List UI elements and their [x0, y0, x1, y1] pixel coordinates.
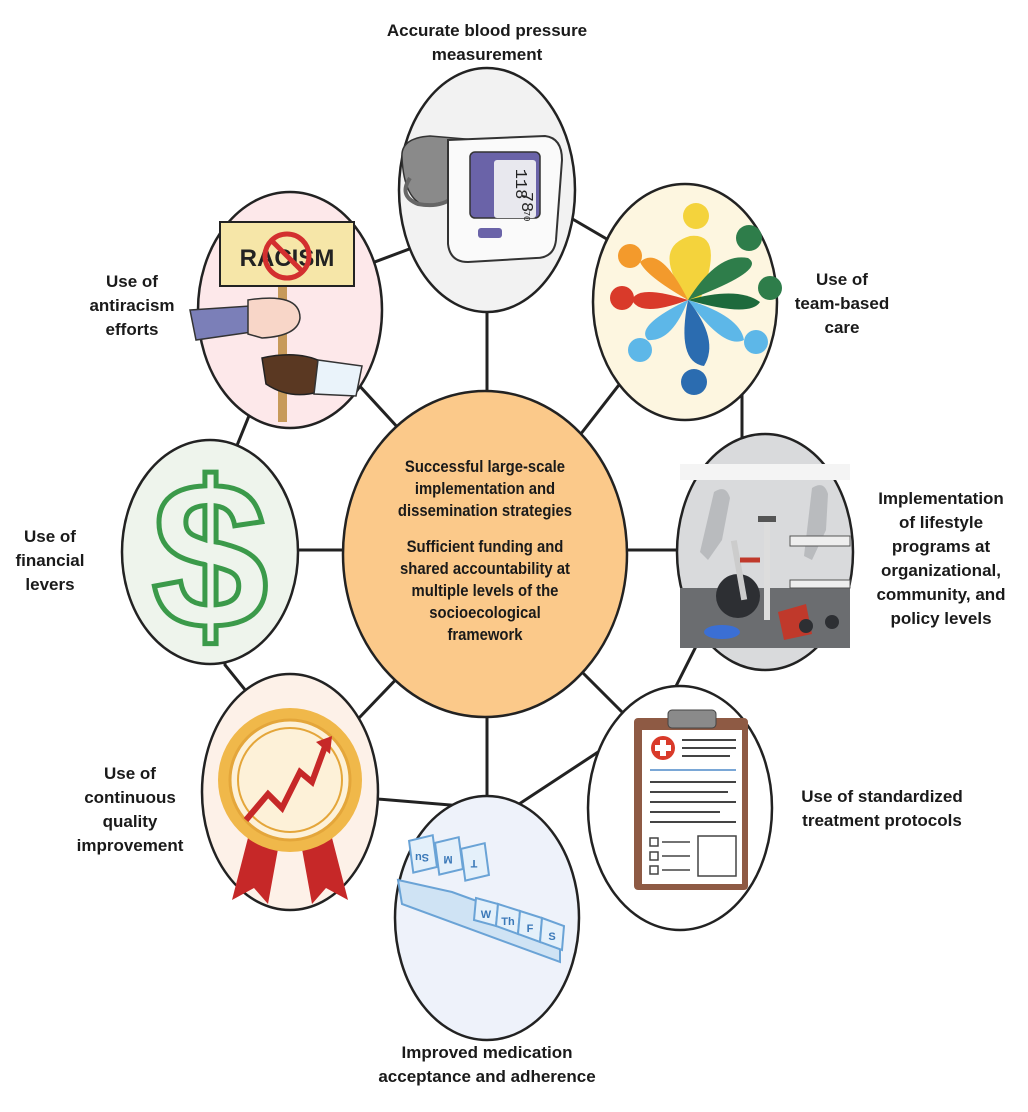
label-antiracism-line1: Use of	[106, 272, 158, 291]
node-antiracism: RACISM	[189, 190, 384, 430]
bp-reading-dia: 78	[516, 192, 535, 212]
node-medication: Su M T W Th F S	[393, 794, 581, 1042]
gym-icon	[680, 464, 851, 648]
center-statement: Successful large-scale implementation an…	[373, 456, 598, 646]
pill-day-th: Th	[501, 916, 515, 928]
center-line-a2: implementation and	[414, 480, 556, 498]
label-medication: Improved medication acceptance and adher…	[378, 1043, 595, 1086]
label-lifestyle: Implementation of lifestyle programs at …	[876, 489, 1005, 628]
label-bp-line2: measurement	[432, 45, 543, 64]
label-financial-line2: financial	[16, 551, 85, 570]
clipboard-icon	[634, 709, 748, 890]
label-team-line1: Use of	[816, 270, 868, 289]
label-protocols-line1: Use of standardized	[801, 787, 963, 806]
pill-day-su: Su	[415, 851, 429, 863]
center-line-b4: socioecological	[429, 604, 541, 622]
label-lifestyle-line5: community, and	[876, 585, 1005, 604]
node-protocols	[586, 684, 774, 932]
center-line-a1: Successful large-scale	[404, 458, 566, 476]
bp-monitor-icon: 118 78 70	[401, 134, 564, 264]
protest-sign-icon: RACISM	[189, 221, 363, 422]
label-antiracism-line2: antiracism	[89, 296, 174, 315]
bp-reading-pulse: 70	[521, 211, 531, 222]
center-circle	[341, 389, 629, 719]
label-lifestyle-line1: Implementation	[878, 489, 1004, 508]
label-financial: Use of financial levers	[16, 527, 85, 594]
label-lifestyle-line4: organizational,	[881, 561, 1001, 580]
node-financial: $	[120, 436, 300, 676]
label-quality-line4: improvement	[77, 836, 184, 855]
label-financial-line3: levers	[25, 575, 74, 594]
label-bp-line1: Accurate blood pressure	[387, 21, 587, 40]
pill-day-w: W	[481, 909, 492, 921]
label-medication-line2: acceptance and adherence	[378, 1067, 595, 1086]
pill-day-m: M	[443, 853, 452, 865]
center-line-b1: Sufficient funding and	[406, 538, 564, 556]
node-lifestyle	[675, 432, 855, 672]
award-ribbon-icon	[218, 708, 362, 904]
label-lifestyle-line6: policy levels	[890, 609, 991, 628]
pill-day-t: T	[470, 857, 477, 869]
label-quality-line2: continuous	[84, 788, 176, 807]
label-lifestyle-line3: programs at	[892, 537, 991, 556]
label-protocols-line2: treatment protocols	[802, 811, 962, 830]
center-line-b2: shared accountability at	[399, 560, 570, 578]
center-line-a3: dissemination strategies	[397, 502, 573, 520]
center-line-b5: framework	[447, 626, 523, 644]
bp-reading-sys: 118	[510, 169, 529, 200]
label-antiracism-line3: efforts	[106, 320, 159, 339]
label-quality-line3: quality	[103, 812, 158, 831]
pill-day-f: F	[527, 923, 534, 935]
pill-organizer-icon: Su M T W Th F S	[396, 833, 566, 964]
node-blood-pressure: 118 78 70	[397, 66, 577, 314]
center-line-b3: multiple levels of the	[411, 582, 559, 600]
label-quality: Use of continuous quality improvement	[77, 764, 184, 855]
label-lifestyle-line2: of lifestyle	[899, 513, 983, 532]
node-team-care	[591, 182, 782, 422]
dollar-sign-icon: $	[152, 438, 269, 673]
label-team-line3: care	[825, 318, 860, 337]
label-financial-line1: Use of	[24, 527, 76, 546]
label-antiracism: Use of antiracism efforts	[89, 272, 174, 339]
pill-day-s: S	[548, 931, 555, 943]
label-medication-line1: Improved medication	[402, 1043, 573, 1062]
label-quality-line1: Use of	[104, 764, 156, 783]
label-team: Use of team-based care	[795, 270, 889, 337]
label-team-line2: team-based	[795, 294, 889, 313]
team-people-icon	[610, 203, 782, 395]
label-protocols: Use of standardized treatment protocols	[801, 787, 963, 830]
center-spacer	[373, 522, 598, 536]
label-bp: Accurate blood pressure measurement	[387, 21, 587, 64]
node-quality	[200, 672, 380, 912]
